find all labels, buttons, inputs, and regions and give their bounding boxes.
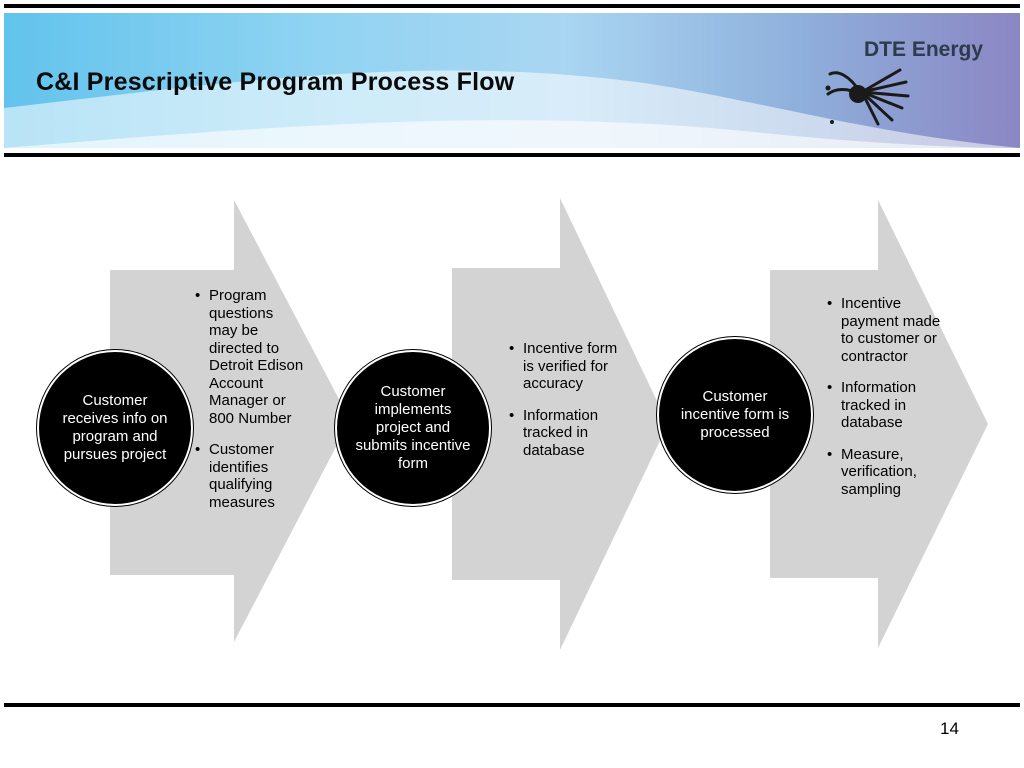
step-3-bullet: Measure, verification, sampling — [827, 446, 942, 499]
header-swoosh — [4, 70, 1020, 148]
step-2-bullets: Incentive form is verified for accuracy … — [509, 340, 619, 473]
step-1-bullets: Program questions may be directed to Det… — [195, 287, 305, 525]
step-3-bullet: Incentive payment made to customer or co… — [827, 295, 942, 365]
step-3-bullets: Incentive payment made to customer or co… — [827, 295, 942, 512]
step-2-circle: Customer implements project and submits … — [335, 350, 491, 506]
sun-logo-icon — [825, 68, 910, 126]
step-1-bullet: Customer identifies qualifying measures — [195, 441, 305, 511]
step-2-bullet: Incentive form is verified for accuracy — [509, 340, 619, 393]
page-number: 14 — [940, 719, 959, 738]
step-1-circle: Customer receives info on program and pu… — [37, 350, 193, 506]
step-1-circle-text: Customer receives info on program and pu… — [62, 392, 168, 463]
header-banner — [4, 13, 1020, 148]
step-3-circle: Customer incentive form is processed — [657, 337, 813, 493]
step-3-circle-text: Customer incentive form is processed — [680, 388, 790, 441]
step-1-bullet: Program questions may be directed to Det… — [195, 287, 305, 427]
header-bottom-rule — [4, 153, 1020, 157]
footer-rule — [4, 703, 1020, 707]
brand-logo-text: DTE Energy — [864, 38, 984, 61]
top-rule — [4, 4, 1020, 8]
slide-title: C&I Prescriptive Program Process Flow — [36, 68, 515, 96]
step-3-bullet: Information tracked in database — [827, 379, 942, 432]
step-2-bullet: Information tracked in database — [509, 407, 619, 460]
step-2-circle-text: Customer implements project and submits … — [355, 383, 471, 472]
